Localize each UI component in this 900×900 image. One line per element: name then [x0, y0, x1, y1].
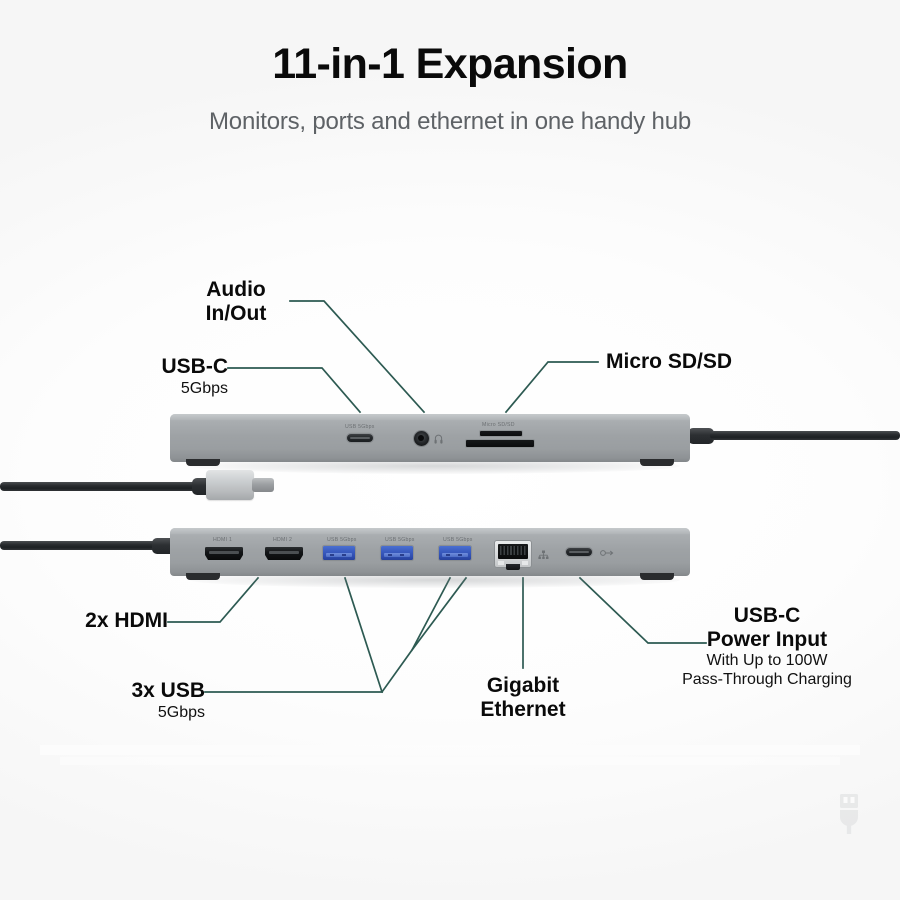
cable-strain-relief-top: [688, 428, 714, 444]
callout-power: USB-C Power Input With Up to 100W Pass-T…: [662, 604, 872, 689]
background-artifact: [60, 757, 840, 765]
hub-top-shadow: [190, 458, 680, 474]
callout-usb-label: 3x USB: [131, 679, 205, 702]
callout-hdmi-label: 2x HDMI: [85, 609, 168, 632]
silk-label-hdmi1: HDMI 1: [213, 537, 233, 543]
slot-sd[interactable]: [466, 440, 534, 447]
callout-audio-line1: Audio: [206, 278, 266, 301]
callout-usb: 3x USB 5Gbps: [65, 679, 205, 722]
callout-audio: Audio In/Out: [176, 278, 296, 325]
leader-line-microsd: [504, 361, 599, 414]
cable-connector-lead: [0, 482, 200, 491]
background-artifact: [40, 745, 860, 755]
network-icon: [538, 550, 549, 559]
hub-top-face: USB 5Gbps Micro SD/SD: [170, 414, 690, 466]
hub-top-bevel: [170, 414, 690, 420]
leader-line-usbc: [227, 367, 362, 414]
port-usb-a-2[interactable]: [381, 546, 413, 560]
hub-bottom-bevel: [170, 528, 690, 534]
callout-ethernet-line2: Ethernet: [480, 697, 566, 721]
callout-usb-speed: 5Gbps: [157, 703, 205, 721]
usb-c-plug-housing: [206, 470, 254, 500]
callout-usbc-speed: 5Gbps: [180, 379, 228, 397]
callout-ethernet-line1: Gigabit: [486, 674, 560, 697]
leader-line-usb-c: [410, 576, 468, 652]
port-usb-c-data[interactable]: [347, 434, 373, 442]
hub-bottom-shadow: [190, 572, 680, 588]
callout-power-sub2: Pass-Through Charging: [682, 671, 852, 689]
port-usb-c-power-input[interactable]: [566, 548, 592, 556]
port-rj45-ethernet[interactable]: [495, 541, 531, 570]
silk-label-usba1: USB 5Gbps: [327, 537, 357, 543]
silk-label-usba2: USB 5Gbps: [385, 537, 415, 543]
silk-label-usba3: USB 5Gbps: [443, 537, 473, 543]
cable-top: [710, 431, 900, 440]
page-title: 11-in-1 Expansion: [272, 40, 628, 88]
callout-microsd-label: Micro SD/SD: [606, 350, 733, 373]
hub-foot-right-2: [640, 573, 674, 580]
headphone-icon: [434, 434, 443, 444]
hub-foot-left-2: [186, 573, 220, 580]
silk-label-hdmi2: HDMI 2: [273, 537, 293, 543]
port-usb-a-3[interactable]: [439, 546, 471, 560]
port-hdmi-1[interactable]: [205, 547, 243, 560]
power-input-icon: [600, 550, 614, 556]
callout-ethernet: Gigabit Ethernet: [463, 674, 583, 721]
callout-microsd: Micro SD/SD: [606, 350, 826, 374]
hub-foot-right: [640, 459, 674, 466]
cable-bottom: [0, 541, 160, 550]
callout-power-line2: Power Input: [706, 627, 828, 651]
callout-usbc-label: USB-C: [161, 355, 229, 378]
port-usb-a-1[interactable]: [323, 546, 355, 560]
silk-label-usbc: USB 5Gbps: [345, 424, 375, 430]
port-hdmi-2[interactable]: [265, 547, 303, 560]
leader-line-usb-a: [204, 576, 384, 693]
usb-plug-icon: [840, 794, 858, 834]
callout-power-line1: USB-C: [733, 604, 801, 627]
callout-audio-line2: In/Out: [205, 301, 267, 325]
port-audio-jack[interactable]: [414, 431, 429, 446]
callout-usbc-data: USB-C 5Gbps: [108, 355, 229, 398]
leader-line-usb-b: [380, 576, 452, 694]
leader-line-audio: [289, 300, 426, 414]
callout-power-sub1: With Up to 100W: [706, 652, 828, 670]
callout-hdmi: 2x HDMI: [28, 609, 168, 633]
slot-microsd[interactable]: [480, 431, 522, 436]
usb-c-plug-tip: [252, 478, 274, 492]
hub-port-face: HDMI 1 HDMI 2 USB 5Gbps USB 5Gbps USB 5G…: [170, 528, 690, 580]
hub-foot-left: [186, 459, 220, 466]
silk-label-cardreader: Micro SD/SD: [482, 422, 515, 428]
page-subtitle: Monitors, ports and ethernet in one hand…: [209, 108, 691, 135]
